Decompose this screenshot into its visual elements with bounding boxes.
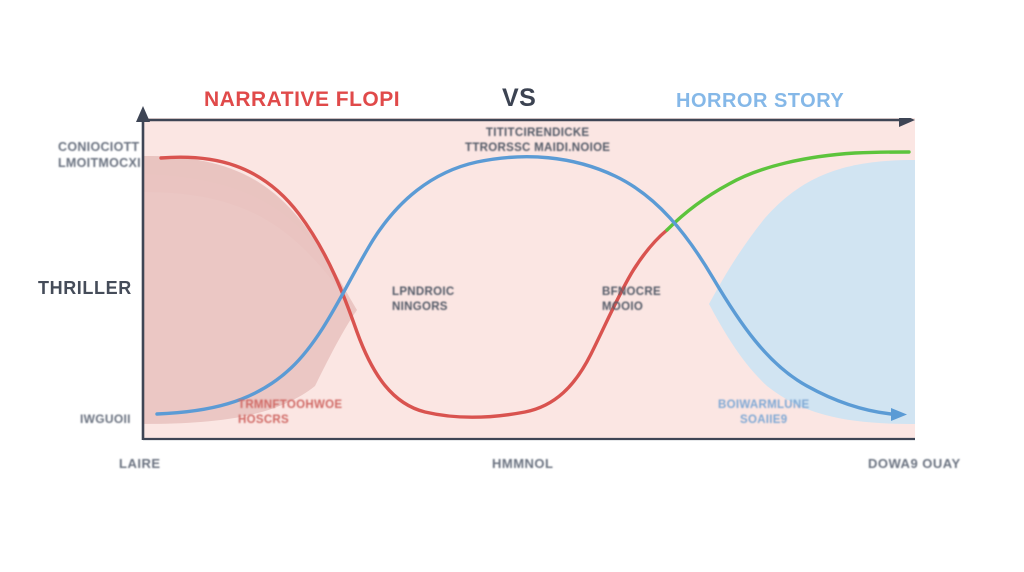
- y-axis-label-top-line1: CONIOCIOTT: [58, 140, 140, 154]
- y-axis-label-top: CONIOCIOTT LMOITMOCXI: [58, 139, 141, 171]
- series-line-narrative-flop: [159, 155, 669, 419]
- axis-top-arrowhead: [899, 118, 915, 127]
- horror-story-arrowhead: [891, 408, 907, 421]
- annotation-bottom-left-line1: TRMNFTOOHWOE: [238, 399, 343, 411]
- annotation-left-center: LPNDROIC NINGORS: [392, 285, 454, 315]
- y-axis-label-bottom: IWGUOII: [80, 412, 131, 426]
- x-axis-tick-0: LAIRE: [119, 456, 161, 471]
- annotation-left-center-line2: NINGORS: [392, 301, 448, 313]
- plot-area: [143, 118, 915, 438]
- annotation-bottom-right-line2: SOAIIE9: [739, 414, 788, 426]
- x-axis-tick-2: DOWA9 OUAY: [868, 456, 961, 471]
- chart-title-versus: VS: [502, 84, 537, 112]
- axis-left-arrowhead: [136, 106, 150, 122]
- x-axis-tick-1: HMMNOL: [492, 456, 554, 471]
- series-line-recovery: [665, 150, 911, 232]
- series-group: [155, 150, 911, 419]
- region-right-fill: [709, 160, 915, 424]
- annotation-left-center-line1: LPNDROIC: [392, 286, 455, 298]
- annotation-top-center-line2: TTRORSSC MAIDI.NOIOE: [465, 142, 611, 154]
- y-axis-label-top-line2: LMOITMOCXI: [58, 156, 141, 170]
- annotation-bottom-right-line1: BOIWARMLUNE: [718, 399, 810, 411]
- annotation-bottom-left-line2: HOSCRS: [238, 414, 290, 426]
- annotation-right-center: BFNOCRE MOOIO: [602, 285, 661, 315]
- y-axis-label-middle: THRILLER: [38, 278, 132, 298]
- chart-title-right: HORROR STORY: [676, 90, 845, 112]
- annotation-top-center: TITITCIRENDICKE TTRORSSC MAIDI.NOIOE: [465, 126, 610, 156]
- series-line-horror-story: [155, 155, 893, 416]
- annotation-top-center-line1: TITITCIRENDICKE: [485, 127, 590, 139]
- annotation-bottom-right: BOIWARMLUNE SOAIIE9: [718, 398, 809, 428]
- annotation-bottom-left: TRMNFTOOHWOE HOSCRS: [238, 398, 342, 428]
- plot-svg: [143, 118, 915, 438]
- chart-title-left: NARRATIVE FLOPI: [204, 88, 401, 111]
- annotation-right-center-line2: MOOIO: [602, 301, 644, 313]
- annotation-right-center-line1: BFNOCRE: [602, 286, 661, 298]
- x-axis-svg: [143, 437, 915, 441]
- y-axis-svg: [136, 106, 150, 440]
